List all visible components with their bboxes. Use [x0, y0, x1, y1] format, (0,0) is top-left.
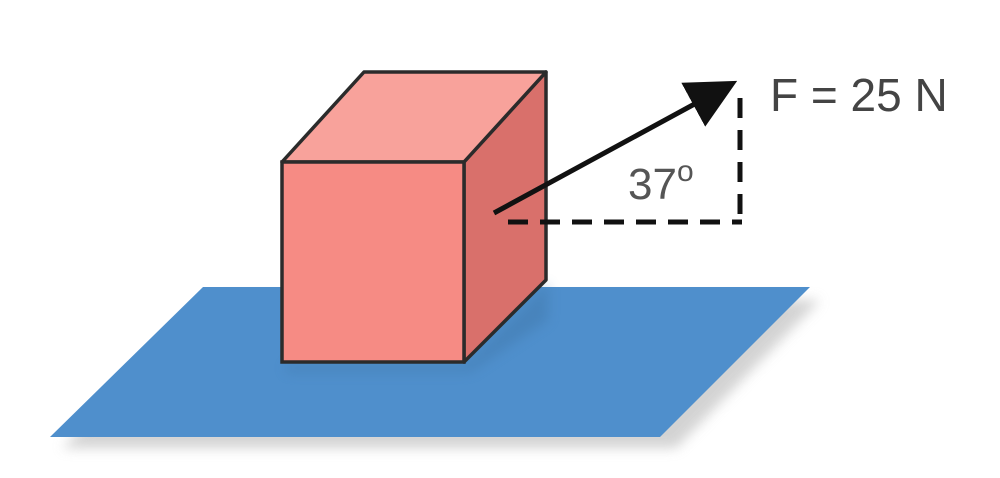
force-arrow [492, 80, 738, 216]
cube-front-face [280, 160, 466, 364]
angle-label: 37o [628, 155, 694, 209]
degree-symbol: o [677, 155, 694, 188]
force-label: F = 25 N [770, 69, 948, 121]
cube-shadow [286, 282, 548, 372]
angle-value: 37 [628, 160, 677, 209]
